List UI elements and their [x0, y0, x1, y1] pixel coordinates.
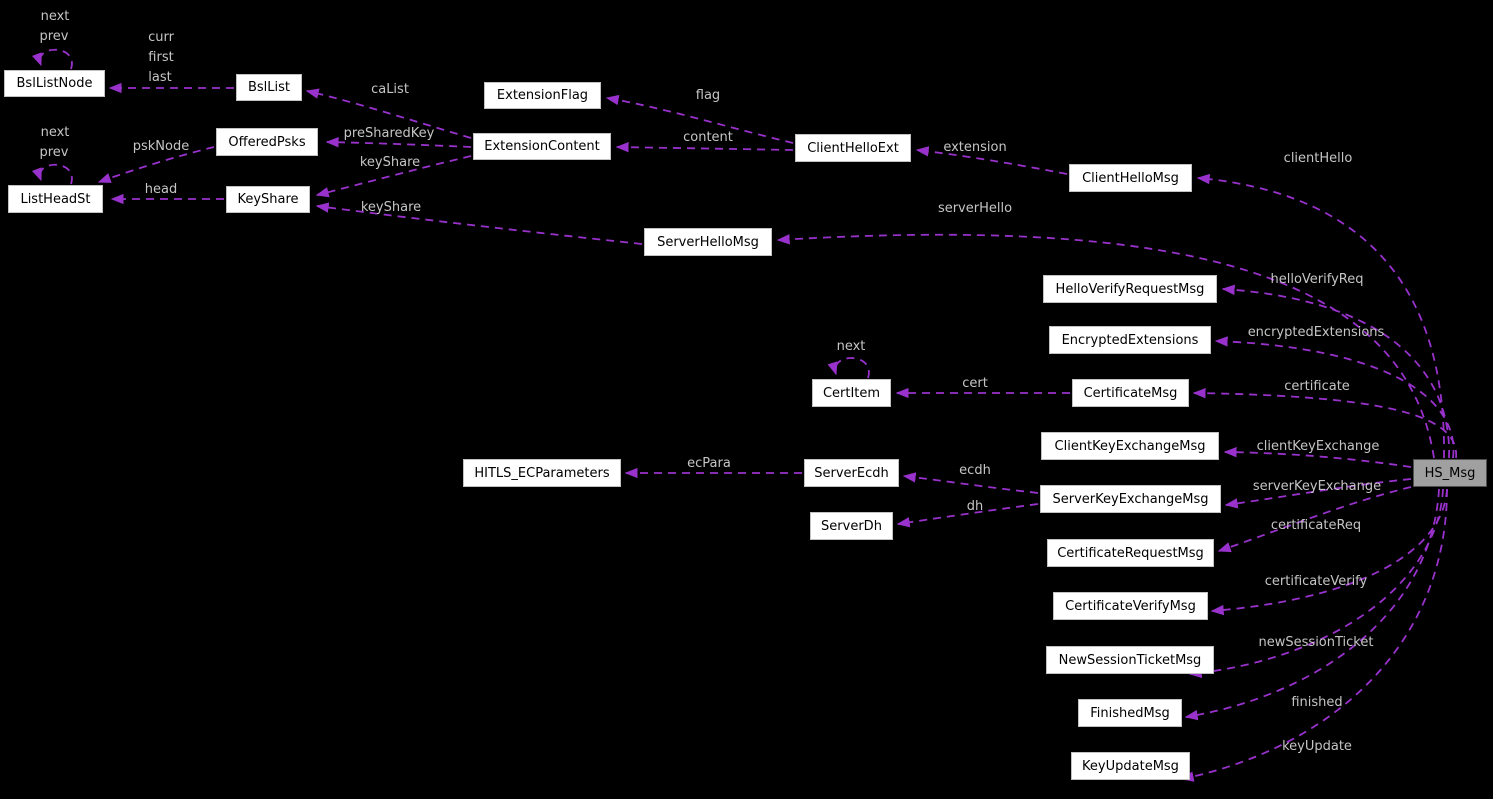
node-CertificateMsg[interactable]: CertificateMsg [1072, 379, 1189, 407]
node-ListHeadSt[interactable]: ListHeadSt [8, 185, 103, 213]
edge-certitem-self [827, 357, 870, 379]
edge-label-serverkeyexchangemsg-to-serverdh: dh [967, 499, 984, 514]
edge-label-hsmsg-to-clienthellomsg: clientHello [1284, 151, 1353, 166]
edge-bsllistnode-self [31, 48, 73, 70]
edge-label-keyshare-to-listheadst: head [145, 182, 177, 197]
edge-serverkeyexchangemsg-to-serverecdh [902, 472, 1039, 494]
node-HITLS_ECParameters[interactable]: HITLS_ECParameters [463, 459, 621, 487]
edge-label-hsmsg-to-certificatemsg: certificate [1284, 379, 1350, 394]
edge-hsmsg-to-helloverifyrequestmsg [1221, 284, 1450, 459]
edge-hsmsg-to-certificateverifymsg [1210, 488, 1448, 616]
edge-listheadst-self [31, 163, 73, 185]
edge-label-serverecdh-to-hitlsecparameters: ecPara [687, 456, 731, 471]
node-EncryptedExtensions[interactable]: EncryptedExtensions [1049, 326, 1211, 354]
edge-label-hsmsg-to-serverhellomsg: serverHello [938, 201, 1012, 216]
node-CertItem[interactable]: CertItem [812, 379, 891, 407]
edge-clienthelloext-to-extensionflag [605, 94, 794, 144]
node-BslList[interactable]: BslList [236, 74, 302, 101]
edge-hsmsg-to-certificaterequestmsg [1217, 486, 1412, 553]
edge-label-hsmsg-to-helloverifyrequestmsg: helloVerifyReq [1271, 272, 1364, 287]
node-ServerDh[interactable]: ServerDh [810, 512, 893, 540]
node-ClientKeyExchangeMsg[interactable]: ClientKeyExchangeMsg [1041, 432, 1219, 460]
node-ClientHelloMsg[interactable]: ClientHelloMsg [1069, 164, 1192, 192]
edges-group [31, 48, 1457, 782]
edge-label-clienthellomsg-to-clienthelloext: extension [943, 140, 1006, 155]
node-KeyShare[interactable]: KeyShare [226, 186, 310, 213]
edge-extensioncontent-to-keyshare [315, 155, 472, 198]
edge-label-hsmsg-to-finishedmsg: finished [1291, 695, 1342, 710]
node-ServerKeyExchangeMsg[interactable]: ServerKeyExchangeMsg [1040, 485, 1221, 513]
edge-label-serverhellomsg-to-keyshare: keyShare [361, 200, 421, 215]
edge-label-extensioncontent-to-keyshare: keyShare [360, 155, 420, 170]
edge-label-clienthelloext-to-extensioncontent: content [683, 130, 733, 145]
edge-label-hsmsg-to-keyupdatemsg: keyUpdate [1282, 739, 1352, 754]
node-FinishedMsg[interactable]: FinishedMsg [1078, 699, 1182, 727]
edge-offeredpsks-to-listheadst [97, 146, 215, 183]
edge-extensioncontent-to-bsllist [305, 88, 472, 139]
edge-label-hsmsg-to-clientkeyexchangemsg: clientKeyExchange [1257, 439, 1380, 454]
edge-label-certificatemsg-to-certitem: cert [962, 376, 988, 391]
node-ExtensionContent[interactable]: ExtensionContent [473, 133, 611, 160]
edge-hsmsg-to-serverkeyexchangemsg [1224, 478, 1412, 509]
edge-hsmsg-to-certificatemsg [1192, 387, 1457, 459]
edge-serverhellomsg-to-keyshare [315, 202, 643, 245]
edge-label-bsllistnode-self-1: prev [39, 29, 68, 44]
node-CertificateRequestMsg[interactable]: CertificateRequestMsg [1047, 539, 1214, 567]
edge-label-bsllist-to-bsllistnode-1: first [148, 50, 173, 65]
edge-label-serverkeyexchangemsg-to-serverecdh: ecdh [959, 463, 991, 478]
node-ClientHelloExt[interactable]: ClientHelloExt [795, 134, 911, 162]
node-OfferedPsks[interactable]: OfferedPsks [216, 128, 318, 156]
edge-label-offeredpsks-to-listheadst: pskNode [133, 139, 189, 154]
edge-hsmsg-to-encryptedextensions [1214, 336, 1455, 459]
node-CertificateVerifyMsg[interactable]: CertificateVerifyMsg [1053, 592, 1208, 620]
edge-labels-group: next prev curr first last caList next prev pskNo… [39, 9, 1384, 754]
node-ServerHelloMsg[interactable]: ServerHelloMsg [644, 228, 772, 256]
edge-label-clienthelloext-to-extensionflag: flag [696, 88, 720, 103]
edge-label-hsmsg-to-certificateverifymsg: certificateVerify [1265, 574, 1368, 589]
edge-extensioncontent-to-offeredpsks [325, 137, 472, 148]
edge-label-listheadst-self-0: next [41, 125, 70, 140]
edge-label-hsmsg-to-newsessionticketmsg: newSessionTicket [1259, 635, 1374, 650]
edge-hsmsg-to-newsessionticketmsg [1188, 488, 1444, 679]
edge-label-hsmsg-to-encryptedextensions: encryptedExtensions [1248, 325, 1385, 340]
edge-clienthelloext-to-extensioncontent [615, 142, 794, 153]
node-NewSessionTicketMsg[interactable]: NewSessionTicketMsg [1046, 646, 1214, 674]
edge-hsmsg-to-clientkeyexchangemsg [1223, 446, 1412, 468]
edge-hsmsg-to-finishedmsg [1184, 488, 1440, 721]
edge-label-hsmsg-to-certificaterequestmsg: certificateReq [1271, 518, 1361, 533]
node-HS_Msg: HS_Msg [1413, 459, 1487, 487]
edge-label-extensioncontent-to-bsllist: caList [371, 82, 409, 97]
edge-label-bsllist-to-bsllistnode-2: last [148, 70, 171, 85]
edge-label-hsmsg-to-serverkeyexchangemsg: serverKeyExchange [1253, 479, 1381, 494]
edge-clienthellomsg-to-clienthelloext [915, 146, 1068, 175]
edge-label-bsllistnode-self-0: next [41, 9, 70, 24]
edge-hsmsg-to-serverhellomsg [776, 233, 1435, 459]
node-ServerEcdh[interactable]: ServerEcdh [804, 459, 899, 487]
node-BslListNode[interactable]: BslListNode [4, 70, 105, 97]
edge-label-certitem-self: next [837, 339, 866, 354]
edge-hsmsg-to-keyupdatemsg [1180, 488, 1448, 782]
node-KeyUpdateMsg[interactable]: KeyUpdateMsg [1071, 752, 1190, 780]
edge-label-extensioncontent-to-offeredpsks: preSharedKey [344, 126, 435, 141]
node-HelloVerifyRequestMsg[interactable]: HelloVerifyRequestMsg [1043, 275, 1217, 303]
edge-hsmsg-to-clienthellomsg [1196, 173, 1445, 459]
edge-serverkeyexchangemsg-to-serverdh [896, 503, 1039, 528]
edge-label-listheadst-self-1: prev [39, 145, 68, 160]
node-ExtensionFlag[interactable]: ExtensionFlag [484, 82, 601, 109]
edge-label-bsllist-to-bsllistnode-0: curr [148, 30, 175, 45]
